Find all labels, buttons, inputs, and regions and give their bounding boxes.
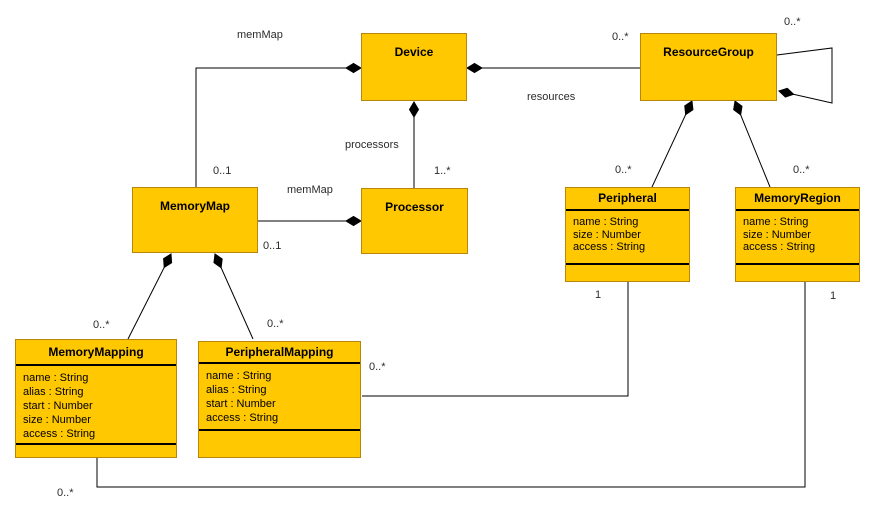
attribute: alias : String: [206, 384, 267, 396]
attribute: name : String: [743, 216, 809, 228]
operations-compartment: [566, 265, 689, 281]
class-memoryregion[interactable]: MemoryRegion name : String size : Number…: [735, 187, 860, 282]
class-device[interactable]: Device: [361, 33, 467, 101]
attributes-compartment: name : String size : Number access : Str…: [736, 211, 859, 265]
operations-compartment: [16, 445, 176, 457]
association-peripheral-peripheralmapping[interactable]: [362, 282, 629, 397]
attribute: alias : String: [23, 386, 84, 398]
composition-memorymap-peripheralmapping[interactable]: [213, 253, 254, 340]
class-memorymap[interactable]: MemoryMap: [132, 187, 258, 253]
attribute: size : Number: [743, 228, 811, 241]
multiplicity-resourcegroup: 0..*: [612, 31, 629, 43]
attribute: access : String: [743, 241, 816, 253]
attribute: size : Number: [573, 228, 641, 241]
association-memoryregion-memorymapping[interactable]: [96, 282, 806, 488]
multiplicity-one-memoryregion: 1: [830, 290, 837, 302]
class-name: MemoryMap: [159, 199, 230, 213]
multiplicity-memorymapping: 0..*: [93, 319, 110, 331]
multiplicity-memorymapping-association: 0..*: [57, 487, 74, 499]
attributes-compartment: name : String size : Number access : Str…: [566, 211, 689, 265]
multiplicity-peripheralmapping-association: 0..*: [369, 361, 386, 373]
multiplicity-memorymap-processor: 0..1: [263, 240, 282, 252]
multiplicity-peripheralmapping: 0..*: [267, 318, 284, 330]
attributes-compartment: name : String alias : String start : Num…: [199, 364, 360, 431]
role-label-memmap-device: memMap: [237, 29, 283, 41]
attribute: start : Number: [23, 400, 93, 412]
class-processor[interactable]: Processor: [361, 188, 468, 254]
role-label-memmap-processor: memMap: [287, 184, 333, 196]
class-name: Device: [394, 45, 434, 59]
composition-resourcegroup-peripheral[interactable]: [651, 100, 694, 188]
class-name: MemoryMapping: [16, 340, 176, 366]
attribute: access : String: [573, 241, 646, 253]
multiplicity-peripheral: 0..*: [615, 164, 632, 176]
composition-device-memorymap[interactable]: [195, 62, 362, 187]
class-resourcegroup[interactable]: ResourceGroup: [640, 33, 777, 101]
attribute: start : Number: [206, 398, 276, 410]
attribute: access : String: [206, 412, 279, 424]
attribute: name : String: [206, 370, 272, 382]
multiplicity-memoryregion: 0..*: [793, 164, 810, 176]
class-name: MemoryRegion: [736, 188, 859, 211]
attribute: access : String: [23, 428, 96, 440]
role-label-resources: resources: [527, 91, 576, 103]
class-peripheralmapping[interactable]: PeripheralMapping name : String alias : …: [198, 341, 361, 458]
composition-resourcegroup-self[interactable]: [776, 47, 833, 104]
operations-compartment: [736, 265, 859, 281]
multiplicity-resourcegroup-self: 0..*: [784, 16, 801, 28]
multiplicity-processor: 1..*: [434, 165, 451, 177]
attributes-compartment: name : String alias : String start : Num…: [16, 366, 176, 445]
class-name: Processor: [385, 200, 444, 214]
composition-resourcegroup-memoryregion[interactable]: [733, 100, 771, 188]
class-peripheral[interactable]: Peripheral name : String size : Number a…: [565, 187, 690, 282]
composition-memorymap-memorymapping[interactable]: [127, 253, 173, 340]
attribute: size : Number: [23, 414, 91, 426]
multiplicity-memorymap-device: 0..1: [213, 165, 232, 177]
role-label-processors: processors: [345, 139, 399, 151]
class-name: ResourceGroup: [663, 45, 754, 59]
attribute: name : String: [573, 216, 639, 228]
operations-compartment: [199, 431, 360, 457]
class-memorymapping[interactable]: MemoryMapping name : String alias : Stri…: [15, 339, 177, 458]
class-name: Peripheral: [566, 188, 689, 211]
multiplicity-one-peripheral: 1: [595, 289, 602, 301]
attribute: name : String: [23, 372, 89, 384]
class-name: PeripheralMapping: [199, 342, 360, 364]
